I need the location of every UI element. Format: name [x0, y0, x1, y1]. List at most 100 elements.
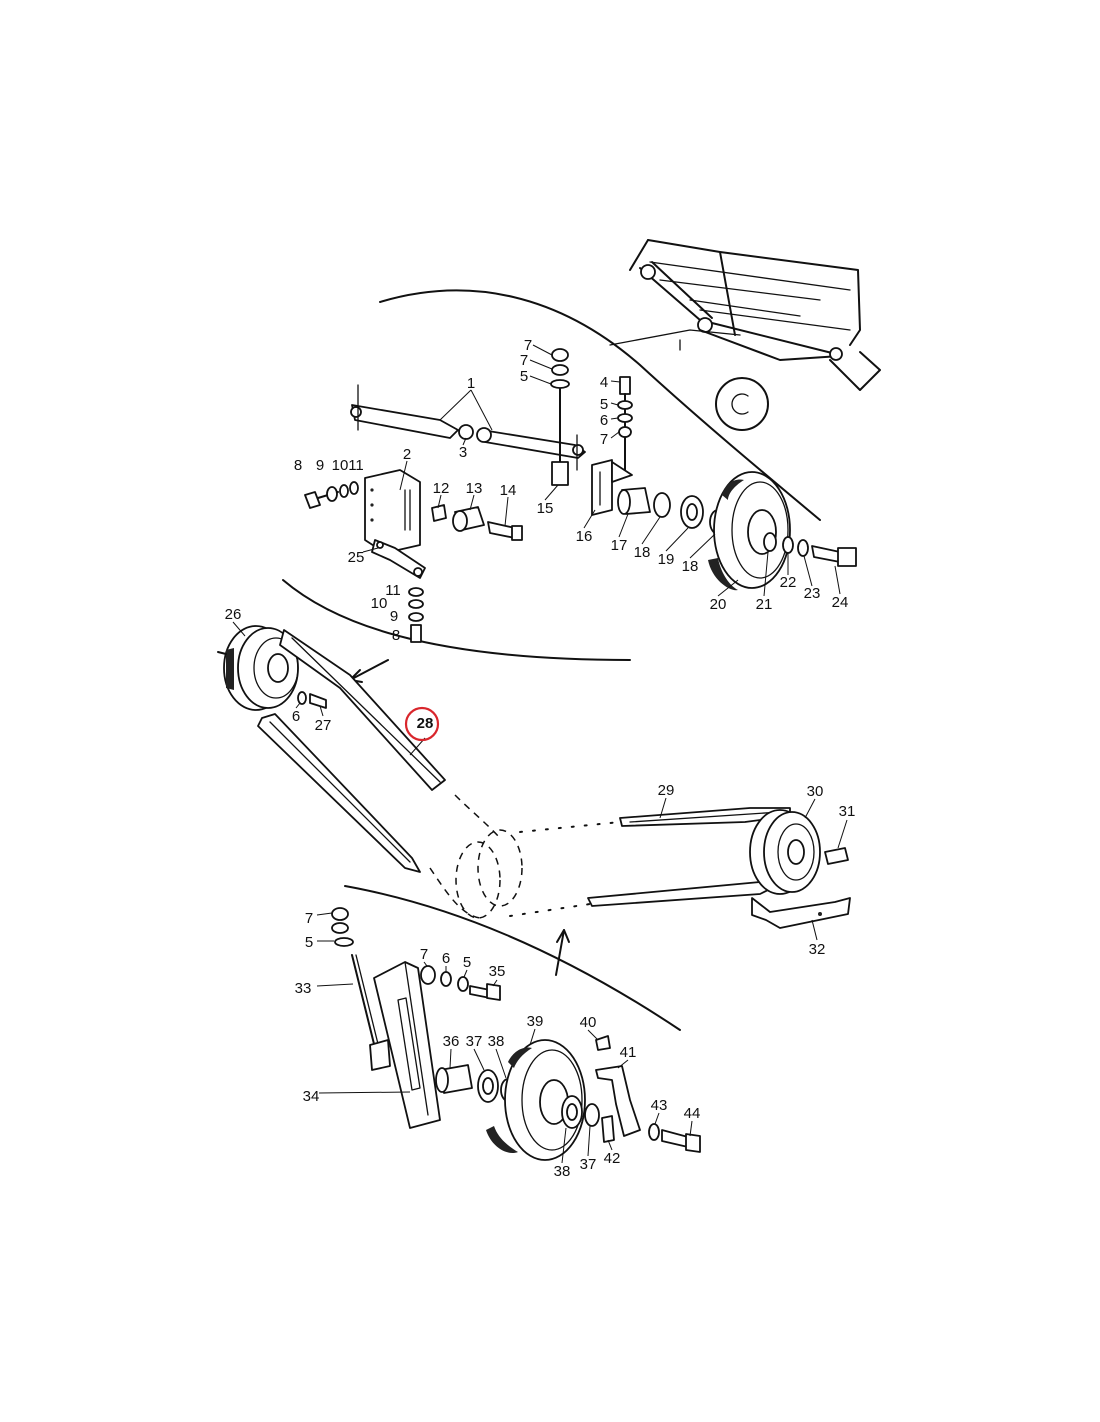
callout-42: 42	[604, 1150, 621, 1167]
callout-27: 27	[315, 717, 332, 734]
callout-43: 43	[651, 1097, 668, 1114]
washer-43	[648, 1123, 660, 1141]
callout-7: 7	[420, 946, 428, 963]
callout-23: 23	[804, 585, 821, 602]
bracket-41	[595, 1065, 641, 1137]
nut-3	[458, 424, 474, 440]
callout-30: 30	[807, 783, 824, 800]
callout-14: 14	[500, 482, 517, 499]
callout-17: 17	[611, 537, 628, 554]
callout-34: 34	[303, 1088, 320, 1105]
callout-44: 44	[684, 1105, 701, 1122]
callout-12: 12	[433, 480, 450, 497]
callout-2: 2	[403, 446, 411, 463]
callout-18: 18	[682, 558, 699, 575]
pulley-39	[486, 1039, 586, 1161]
callout-15: 15	[537, 500, 554, 517]
callout-6: 6	[442, 950, 450, 967]
callout-35: 35	[489, 963, 506, 980]
callout-5: 5	[520, 368, 528, 385]
callout-5: 5	[463, 954, 471, 971]
callout-3: 3	[459, 444, 467, 461]
callout-11: 11	[348, 457, 364, 474]
callout-33: 33	[295, 980, 312, 997]
pointer-arrow-lower	[555, 929, 565, 976]
square-nut-12	[431, 504, 447, 522]
callout-24: 24	[832, 594, 849, 611]
callout-4: 4	[600, 374, 608, 391]
callout-41: 41	[620, 1044, 637, 1061]
bolt-24	[811, 545, 841, 563]
callout-26: 26	[225, 606, 242, 623]
callout-29: 29	[658, 782, 675, 799]
pulley-30	[749, 809, 821, 895]
callout-8: 8	[294, 457, 302, 474]
tension-bar-right	[481, 429, 586, 459]
callout-9: 9	[390, 608, 398, 625]
pointer-arrow-upper	[349, 659, 389, 681]
callout-7: 7	[600, 431, 608, 448]
bracket-32	[751, 897, 851, 929]
threaded-rod-33	[351, 954, 376, 1049]
callout-5: 5	[305, 934, 313, 951]
highlight-circle-28	[404, 706, 440, 742]
callout-11: 11	[385, 582, 401, 599]
upper-assembly	[304, 348, 857, 643]
callout-7: 7	[520, 352, 528, 369]
callout-1: 1	[467, 375, 475, 392]
lower-detail-boundary	[344, 885, 681, 1031]
leader-lines-upper	[362, 344, 841, 597]
callout-20: 20	[710, 596, 727, 613]
clip-42	[601, 1115, 615, 1143]
callout-37: 37	[466, 1033, 483, 1050]
v-belt-28	[279, 629, 446, 791]
upper-detail-boundary-lower	[282, 579, 631, 661]
callout-22: 22	[780, 574, 797, 591]
machine-body-illustration	[609, 239, 881, 431]
clip-31	[824, 847, 849, 865]
callout-8: 8	[392, 627, 400, 644]
belt-tube-phantom	[429, 794, 523, 919]
callout-7: 7	[305, 910, 313, 927]
callout-6: 6	[292, 708, 300, 725]
callout-5: 5	[600, 396, 608, 413]
washer-21	[763, 532, 777, 552]
bracket-16	[591, 459, 613, 516]
callout-32: 32	[809, 941, 826, 958]
bracket-25	[371, 539, 426, 579]
belt-guard-arm-right	[587, 881, 773, 907]
grease-nipple-40	[595, 1035, 611, 1051]
callout-36: 36	[443, 1033, 460, 1050]
callout-25: 25	[348, 549, 365, 566]
upper-detail-boundary	[379, 289, 821, 521]
callout-19: 19	[658, 551, 675, 568]
callout-9: 9	[316, 457, 324, 474]
callout-21: 21	[756, 596, 773, 613]
callout-31: 31	[839, 803, 856, 820]
callout-38: 38	[488, 1033, 505, 1050]
callout-18: 18	[634, 544, 651, 561]
bolt-14	[487, 521, 516, 539]
callout-13: 13	[466, 480, 483, 497]
callout-38: 38	[554, 1163, 571, 1180]
tension-bar-left	[351, 404, 459, 439]
ring-18a	[653, 492, 671, 518]
lower-assembly	[331, 907, 701, 1161]
callout-28: 28	[417, 715, 434, 732]
callout-6: 6	[600, 412, 608, 429]
callout-7: 7	[524, 337, 532, 354]
callout-40: 40	[580, 1014, 597, 1031]
callout-39: 39	[527, 1013, 544, 1030]
belt-guard-arm-lower	[257, 713, 421, 873]
callout-37: 37	[580, 1156, 597, 1173]
bolt-44	[661, 1129, 689, 1148]
bracket-15	[551, 461, 569, 486]
callout-16: 16	[576, 528, 593, 545]
callout-10: 10	[332, 457, 349, 474]
mounting-plate-2	[364, 469, 421, 554]
callout-10: 10	[371, 595, 388, 612]
pulley-20	[708, 471, 791, 591]
middle-assembly	[217, 625, 851, 929]
